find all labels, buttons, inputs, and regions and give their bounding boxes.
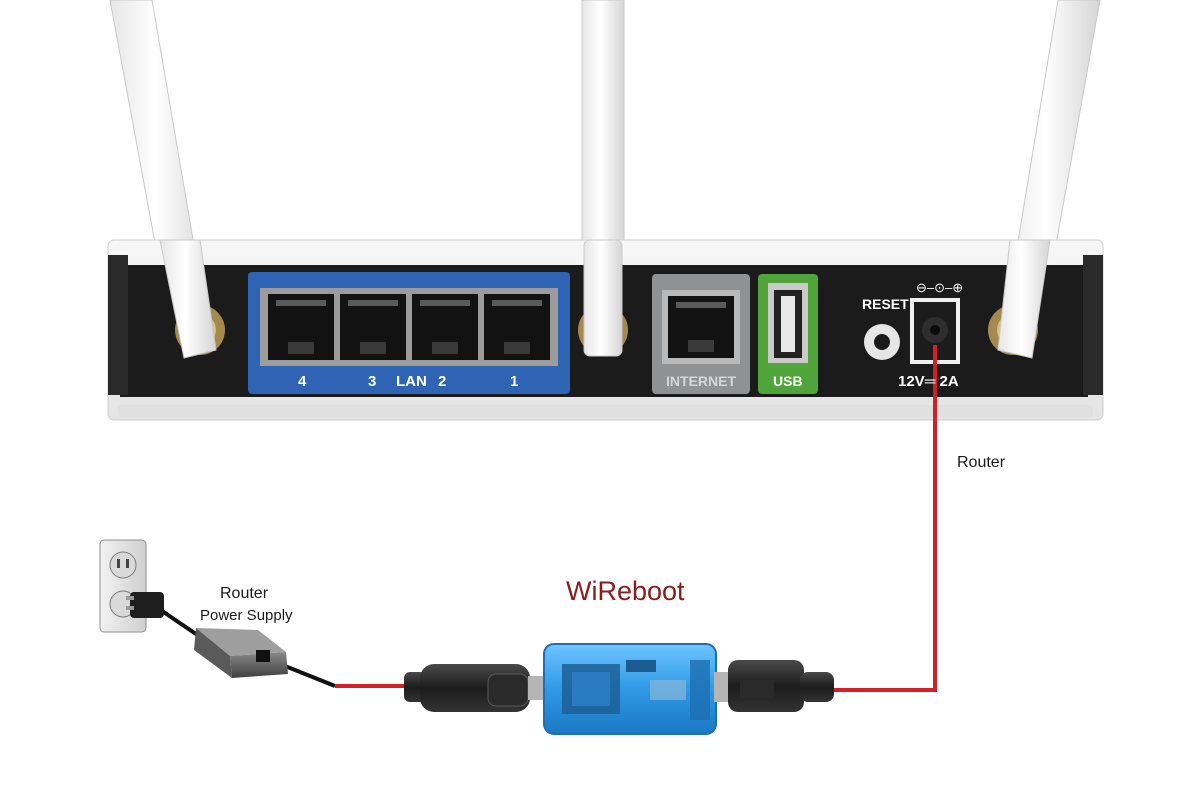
lan-port-number-1: 1 xyxy=(510,373,519,390)
lan-port-4[interactable] xyxy=(268,294,334,360)
power-supply-brick xyxy=(194,628,288,678)
internet-port[interactable] xyxy=(668,296,734,358)
lan-port-1[interactable] xyxy=(484,294,550,360)
lan-port-3[interactable] xyxy=(340,294,406,360)
usb-label: USB xyxy=(773,373,803,389)
power-rating-label: 12V═ 2A xyxy=(898,373,959,390)
supply-output-cable xyxy=(269,658,412,688)
device-title: WiReboot xyxy=(566,576,685,606)
supply-label-line2: Power Supply xyxy=(200,607,293,624)
power-jack[interactable] xyxy=(910,298,960,364)
lan-port-2[interactable] xyxy=(412,294,478,360)
router-cable-label: Router xyxy=(957,454,1006,471)
reset-button[interactable] xyxy=(864,324,900,360)
wall-plug xyxy=(126,592,164,618)
supply-label-line1: Router xyxy=(220,585,269,602)
lan-port-number-2: 2 xyxy=(438,373,447,390)
polarity-symbol: ⊖–⊙–⊕ xyxy=(916,280,964,295)
lan-port-number-4: 4 xyxy=(298,373,307,390)
usb-plug-left xyxy=(404,664,550,712)
wireboot-device xyxy=(543,643,717,735)
reset-label: RESET xyxy=(862,296,909,312)
usb-port[interactable] xyxy=(774,290,802,358)
lan-port-number-3: 3 xyxy=(368,373,377,390)
router-power-cable xyxy=(832,345,937,692)
internet-label: INTERNET xyxy=(666,373,736,389)
lan-group-label: LAN xyxy=(396,373,427,390)
wall-outlet xyxy=(99,539,147,633)
usb-plug-right xyxy=(714,660,834,712)
